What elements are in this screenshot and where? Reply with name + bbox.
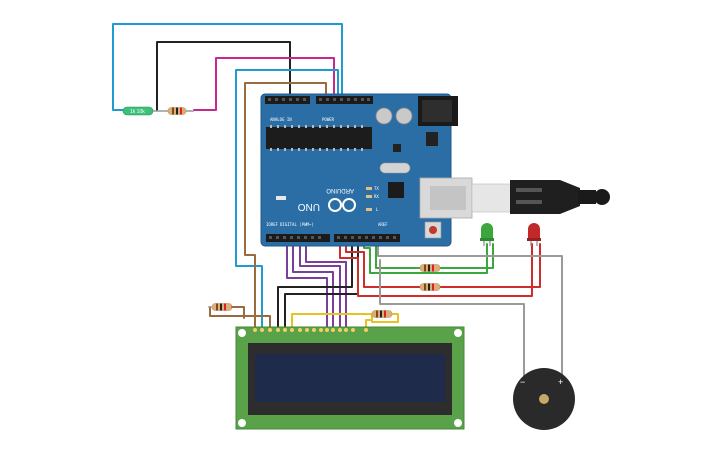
- wire-brown-lcd[interactable]: [244, 82, 327, 329]
- piezo-buzzer[interactable]: − +: [513, 368, 575, 430]
- buzzer-minus-label: −: [520, 377, 525, 387]
- buzzer-plus-label: +: [558, 377, 563, 387]
- resistor-green-led[interactable]: [419, 264, 441, 272]
- brand-label: ARDUINO: [326, 187, 354, 193]
- capacitor-1: [375, 107, 393, 125]
- model-label: UNO: [298, 201, 320, 212]
- red-led[interactable]: [527, 223, 541, 246]
- arduino-board[interactable]: ANALOG IN POWER: [260, 93, 458, 247]
- wire-cyan-sensor[interactable]: [112, 23, 343, 111]
- wire-black-rs[interactable]: [277, 235, 353, 329]
- voltage-regulator: [426, 132, 438, 146]
- usb-cable[interactable]: [419, 177, 610, 219]
- arduino-logo: [328, 198, 356, 212]
- microcontroller-chip: [266, 127, 372, 149]
- usb-chip: [388, 182, 404, 198]
- digital-label: DIGITAL (PWM~): [280, 222, 314, 227]
- lcd-pins: [253, 328, 368, 332]
- wire-magenta-sensor[interactable]: [193, 57, 335, 111]
- wire-brown-pot[interactable]: [209, 306, 271, 329]
- wire-purple-1[interactable]: [286, 235, 328, 329]
- green-led[interactable]: [480, 223, 494, 246]
- wire-green-3[interactable]: [439, 243, 494, 269]
- analog-header[interactable]: [265, 96, 310, 104]
- resistor-lcd-backlight[interactable]: [371, 310, 393, 318]
- wire-red-2[interactable]: [345, 235, 421, 288]
- wire-gray-2[interactable]: [379, 259, 525, 381]
- wire-purple-3[interactable]: [299, 235, 341, 329]
- wire-cyan-lcd[interactable]: [235, 69, 339, 329]
- power-header[interactable]: [316, 96, 373, 104]
- capacitor-2: [395, 107, 413, 125]
- sensor-resistor[interactable]: [167, 107, 194, 115]
- wire-yellow-2[interactable]: [365, 319, 373, 329]
- lcd-screen: [255, 354, 445, 402]
- wire-red-3[interactable]: [439, 243, 541, 288]
- tx-label: TX: [374, 186, 379, 191]
- wire-yellow-1[interactable]: [291, 313, 399, 329]
- crystal: [379, 162, 411, 174]
- analog-in-label: ANALOG IN: [270, 117, 292, 122]
- sensor[interactable]: 1k 10k: [122, 106, 168, 116]
- l-label: L: [376, 207, 379, 212]
- power-label: POWER: [322, 117, 335, 122]
- aref-label: AREF: [378, 222, 388, 227]
- resistor-red-led[interactable]: [419, 283, 441, 291]
- resistor-lcd-contrast[interactable]: [208, 303, 245, 319]
- rx-label: RX: [374, 194, 379, 199]
- sensor-label: 1k 10k: [130, 109, 145, 115]
- wire-purple-2[interactable]: [292, 235, 334, 329]
- ioref-label: IOREF: [266, 222, 279, 227]
- lcd-display[interactable]: [235, 326, 465, 430]
